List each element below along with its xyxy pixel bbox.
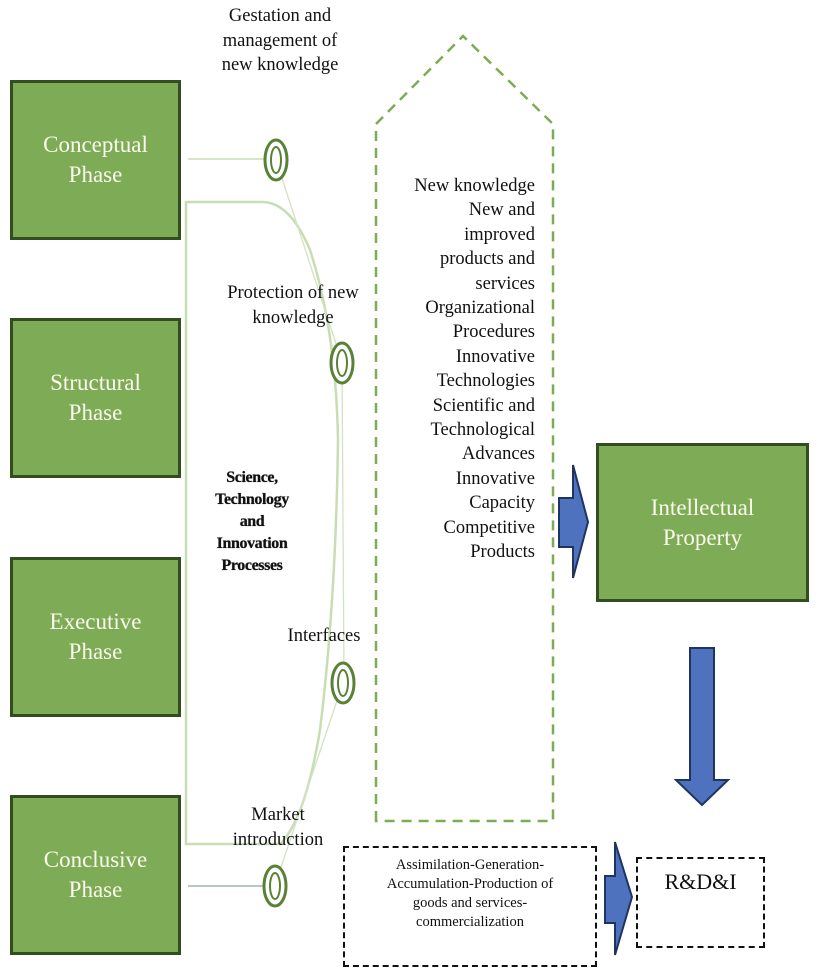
- output-item: Scientific and: [432, 395, 535, 416]
- output-item: Capacity: [469, 493, 535, 514]
- output-item: Organizational: [425, 298, 535, 319]
- output-item: Products: [470, 542, 535, 563]
- stage-label-gestation: Gestation and management of new knowledg…: [200, 4, 360, 78]
- label-line: management of: [222, 30, 338, 51]
- output-item: Technological: [430, 420, 535, 441]
- output-item: products and: [439, 249, 535, 270]
- output-item: Innovative: [455, 468, 535, 489]
- rdi-box: R&D&I: [636, 857, 765, 948]
- ip-label: Intellectual: [650, 494, 755, 520]
- ring-icon-market: [262, 864, 288, 908]
- phase-label: Structural: [50, 370, 141, 395]
- label-line: commercialization: [416, 914, 524, 930]
- label-line: Innovation: [216, 535, 288, 552]
- output-item: improved: [464, 224, 535, 245]
- label-line: Processes: [221, 557, 283, 574]
- output-item: New and: [468, 200, 535, 221]
- output-item: Innovative: [455, 346, 535, 367]
- phase-label: Phase: [68, 400, 123, 425]
- phase-label: Phase: [68, 162, 123, 187]
- output-item: Competitive: [443, 517, 535, 538]
- arrow-right-to-rdi-icon: [604, 841, 634, 956]
- arrow-down-from-ip-icon: [673, 647, 731, 807]
- output-item: Advances: [462, 444, 535, 465]
- ring-icon-interfaces: [330, 661, 356, 705]
- process-box: Assimilation-Generation- Accumulation-Pr…: [343, 846, 597, 967]
- ip-label: Property: [662, 524, 743, 550]
- stage-label-market: Market introduction: [218, 803, 338, 852]
- phase-label: Phase: [68, 639, 123, 664]
- central-label-sti-processes: Science, Technology and Innovation Proce…: [196, 467, 308, 577]
- label-line: Assimilation-Generation-: [395, 857, 545, 873]
- phase-label: Executive: [49, 609, 142, 634]
- label-line: goods and services-: [412, 895, 528, 911]
- label-line: knowledge: [252, 307, 334, 328]
- label-line: Protection of new: [227, 283, 359, 303]
- phase-label: Conclusive: [43, 847, 148, 872]
- ring-icon-protection: [329, 341, 355, 385]
- label-line: Technology: [215, 491, 289, 508]
- output-item: Technologies: [436, 371, 535, 392]
- label-line: introduction: [232, 829, 324, 850]
- stage-label-protection: Protection of new knowledge: [212, 281, 374, 330]
- phase-label: Phase: [68, 877, 123, 902]
- label-line: Gestation and: [228, 6, 332, 26]
- outputs-list: New knowledge New and improved products …: [414, 174, 535, 565]
- output-item: New knowledge: [414, 176, 535, 196]
- dashed-up-arrow: [374, 34, 555, 823]
- rdi-label: R&D&I: [664, 869, 737, 894]
- label-line: Accumulation-Production of: [386, 876, 554, 892]
- label-line: and: [239, 513, 265, 530]
- output-item: services: [475, 273, 535, 294]
- ring-icon-gestation: [263, 138, 289, 182]
- label-line: Interfaces: [287, 626, 361, 646]
- label-line: Market: [251, 805, 305, 825]
- stage-label-interfaces: Interfaces: [274, 624, 374, 649]
- connector-rings: [275, 165, 345, 883]
- label-line: Science,: [226, 469, 278, 486]
- phase-label: Conceptual: [43, 132, 148, 157]
- output-item: Procedures: [452, 322, 535, 343]
- label-line: new knowledge: [221, 55, 339, 75]
- arrow-right-to-ip-icon: [558, 464, 590, 579]
